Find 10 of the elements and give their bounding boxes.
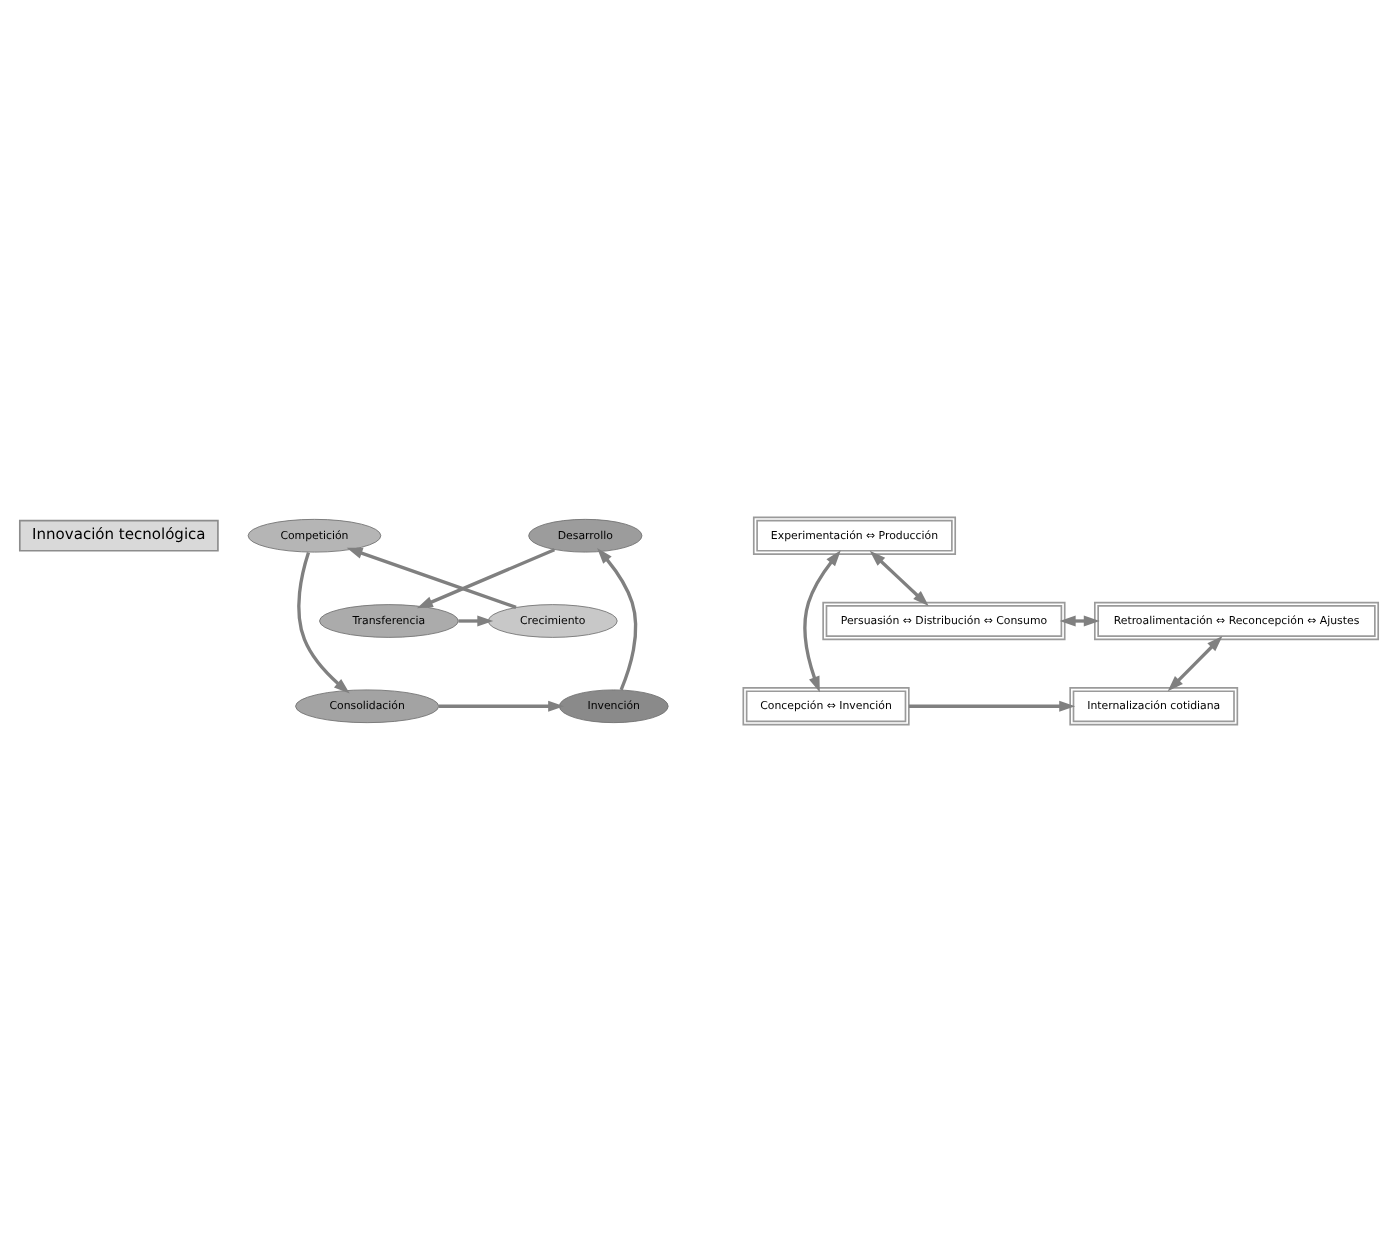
arrow (908, 700, 1076, 712)
arrow (346, 547, 517, 609)
arrow (1167, 635, 1223, 692)
arrow (438, 700, 565, 712)
arrow (416, 548, 556, 609)
arrow (458, 615, 494, 627)
arrow (297, 552, 350, 694)
arrow (803, 550, 841, 693)
arrow (597, 548, 638, 691)
arrow (869, 550, 929, 606)
